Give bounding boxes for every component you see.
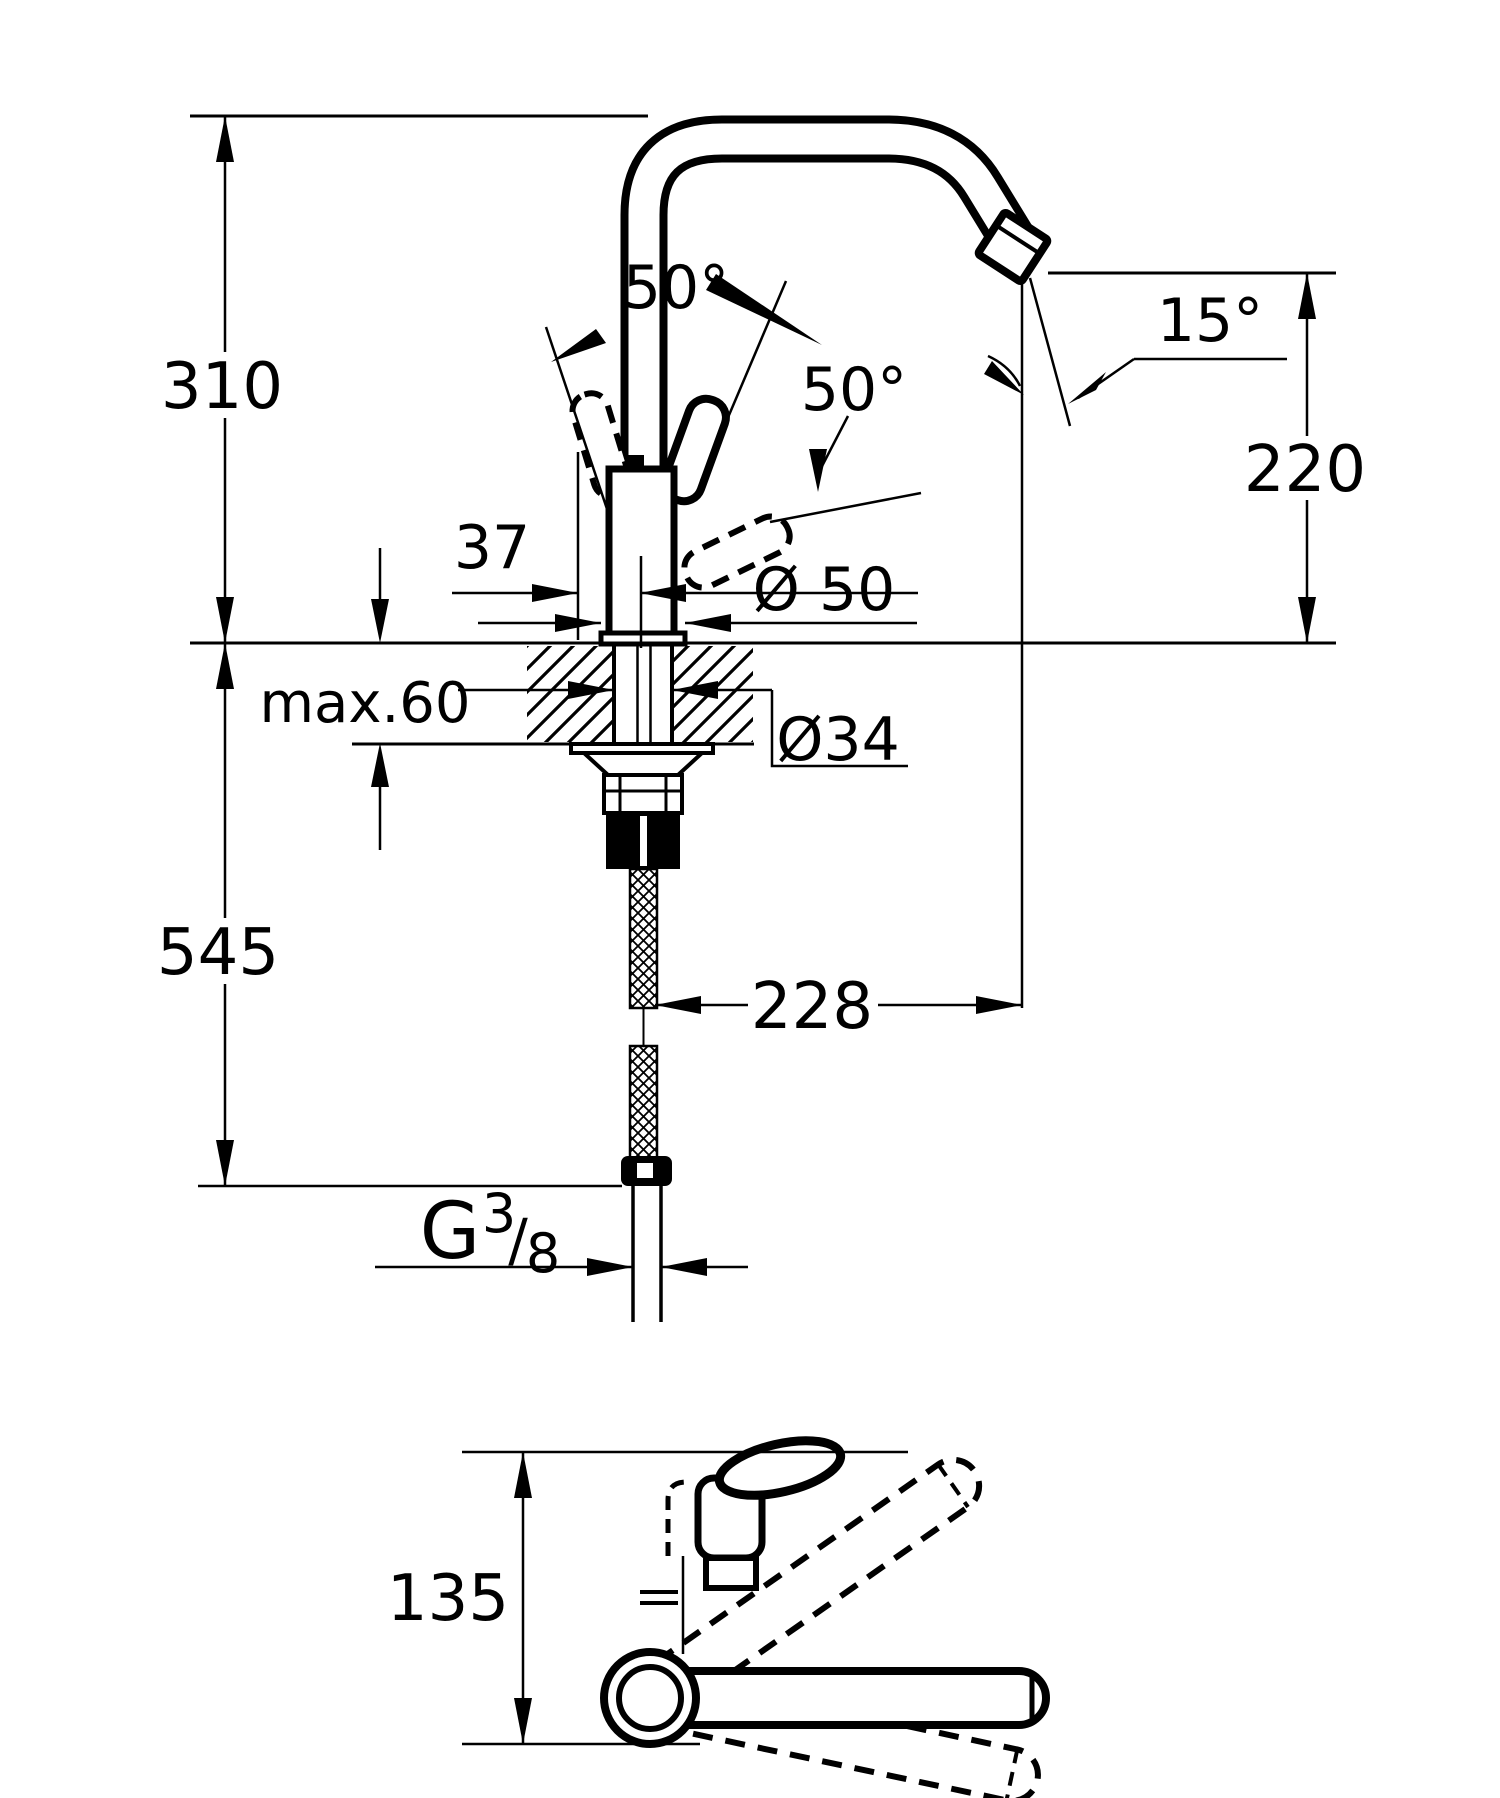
- spout-top: [646, 1667, 1050, 1729]
- dim-d50: Ø 50: [478, 555, 917, 632]
- angle-annotations: [551, 274, 1287, 492]
- mounting-nut: [602, 773, 684, 815]
- handle-top-cap: [714, 1436, 846, 1500]
- hose-lower: [628, 1044, 659, 1160]
- reference-lines: [190, 114, 1336, 1188]
- mounting-cone: [578, 751, 708, 777]
- dim-220-label: 220: [1244, 433, 1366, 507]
- angle-arrow-right: [706, 274, 822, 345]
- spout-inner: [628, 123, 1028, 470]
- dim-220: 220: [1238, 273, 1372, 643]
- thread-slash-label: /: [508, 1206, 528, 1274]
- angle-50-right-label: 50°: [801, 355, 907, 425]
- angle-50-left-label: 50°: [623, 253, 729, 323]
- top-view: [600, 1436, 1050, 1798]
- swivel-arc-arrow: [984, 361, 1024, 395]
- dim-d34: Ø34: [458, 681, 908, 775]
- handle-top-base: [703, 1555, 759, 1591]
- dim-545-label: 545: [157, 916, 279, 990]
- aerator-tip: [974, 209, 1052, 285]
- front-view-faucet: [569, 115, 1052, 647]
- thread-sup-label: 3: [482, 1182, 516, 1245]
- dim-310: 310: [156, 116, 290, 643]
- thread-sub-label: 8: [526, 1222, 560, 1285]
- handle-pivot-tab: [627, 455, 644, 468]
- angle-arrow-left: [551, 329, 606, 362]
- countertop-section: [527, 643, 753, 744]
- dim-228: 228: [655, 970, 1022, 1044]
- dim-228-label: 228: [751, 970, 873, 1044]
- dim-max60: max.60: [259, 548, 471, 850]
- hose-upper: [628, 867, 659, 1010]
- dim-d34-label: Ø34: [776, 705, 900, 775]
- supply-hose: [621, 867, 672, 1322]
- dim-545: 545: [150, 643, 286, 1186]
- dim-37: 37: [452, 513, 918, 602]
- tip-angle-arrow: [1068, 372, 1106, 404]
- dim-max60-label: max.60: [259, 671, 470, 736]
- dim-37-label: 37: [454, 513, 530, 583]
- handle-dashed-right: [681, 513, 793, 591]
- dim-310-label: 310: [161, 350, 283, 424]
- spout-hub-inner: [616, 1664, 684, 1732]
- angle-15-label: 15°: [1157, 286, 1263, 356]
- mounting-hardware: [569, 742, 715, 869]
- angle-arrow-down: [809, 449, 827, 492]
- dim-g38: G 3 / 8: [375, 1182, 748, 1285]
- thread-g-label: G: [420, 1187, 480, 1277]
- dim-d50-label: Ø 50: [753, 555, 896, 625]
- dim-135-label: 135: [387, 1562, 509, 1636]
- dim-135: 135: [387, 1450, 908, 1746]
